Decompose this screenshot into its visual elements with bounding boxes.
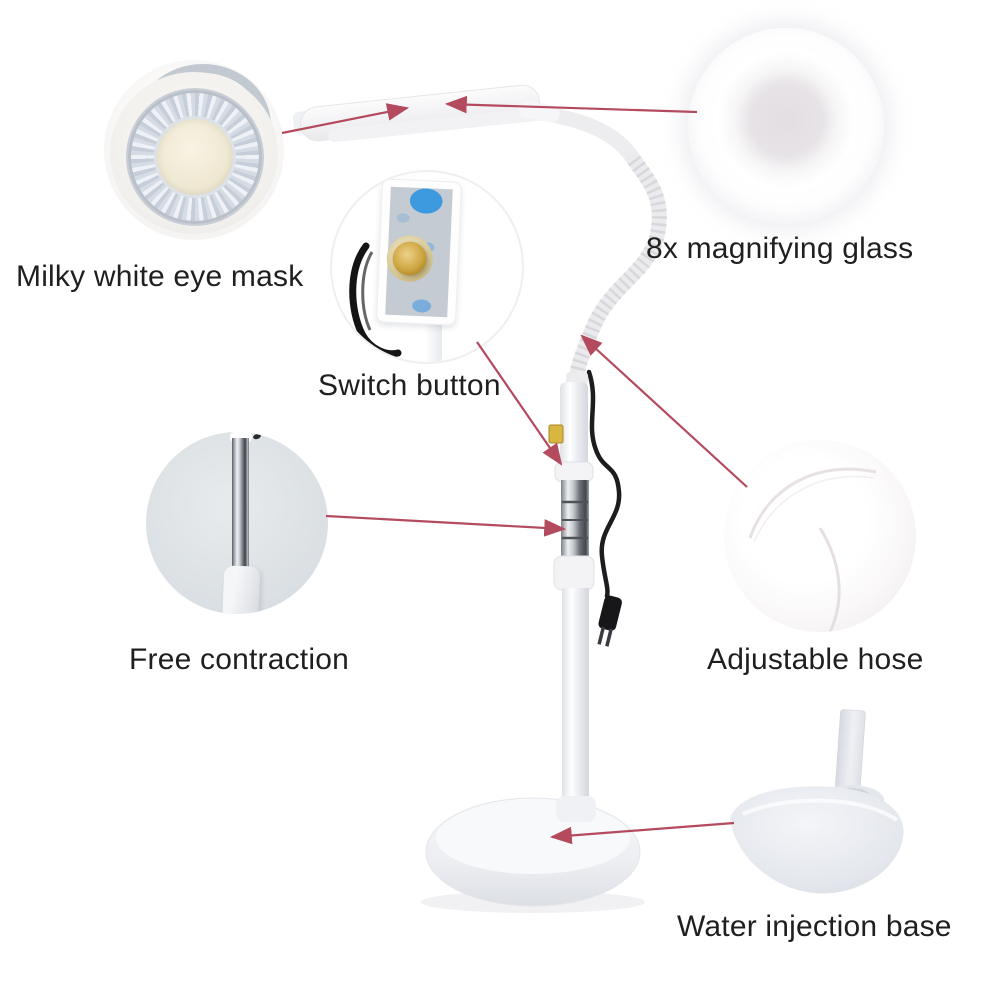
callout-eye-mask xyxy=(104,60,284,240)
feature-label-switch-button: Switch button xyxy=(318,369,501,402)
annotation-line-switch-button xyxy=(476,341,563,466)
annotation-line-magnifying-glass xyxy=(444,95,698,114)
callout-switch-button xyxy=(330,170,524,364)
feature-label-magnifying-glass: 8x magnifying glass xyxy=(646,232,914,265)
base-dome xyxy=(730,786,904,894)
upper-pole xyxy=(560,382,588,468)
annotation-line-eye-mask xyxy=(281,103,410,135)
lamp-head xyxy=(292,84,545,143)
switch-cord xyxy=(349,242,402,358)
water-injection-base-detail xyxy=(730,709,904,894)
power-plug xyxy=(597,595,622,647)
feature-label-eye-mask: Milky white eye mask xyxy=(16,260,304,293)
callout-magnifying-glass xyxy=(688,28,884,224)
lower-pole xyxy=(562,588,589,814)
hose-crease-lines xyxy=(748,467,877,632)
telescopic-pole-cap xyxy=(230,432,252,442)
feature-label-adjustable-hose: Adjustable hose xyxy=(707,643,924,676)
telescopic-pole xyxy=(232,438,249,570)
lamp-base xyxy=(421,796,645,913)
annotation-line-water-injection-base xyxy=(549,821,735,845)
callout-free-contraction xyxy=(146,432,328,614)
annotation-line-adjustable-hose xyxy=(580,334,748,488)
lamp-pole xyxy=(548,372,595,814)
feature-label-free-contraction: Free contraction xyxy=(129,643,349,676)
callout-adjustable-hose xyxy=(724,440,916,632)
eye-mask-lens xyxy=(157,119,233,195)
base-dome-ridge xyxy=(742,798,899,822)
power-cord xyxy=(586,369,622,647)
annotation-line-free-contraction xyxy=(325,514,567,537)
switch-panel-pole xyxy=(418,318,442,362)
feature-label-water-injection-base: Water injection base xyxy=(677,910,952,943)
